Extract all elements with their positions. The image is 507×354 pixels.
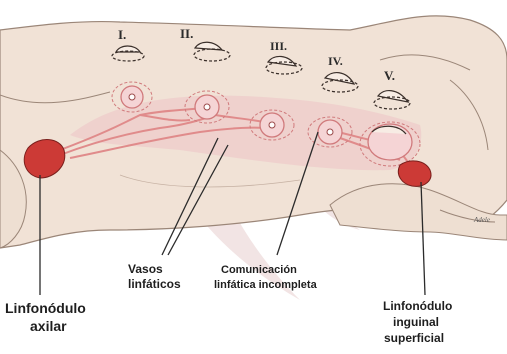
gland-label-5: V. bbox=[384, 68, 395, 83]
gland-label-2: II. bbox=[180, 26, 193, 41]
incomplete-label-line-2: linfática incompleta bbox=[214, 279, 318, 291]
artist-signature: Adele bbox=[473, 216, 490, 224]
axillary-label-line-2: axilar bbox=[30, 318, 67, 334]
incomplete-label-line-1: Comunicación bbox=[221, 264, 297, 276]
gland-label-4: IV. bbox=[328, 54, 343, 68]
inguinal-label-line-1: Linfonódulo bbox=[383, 299, 452, 313]
label-inguinal-node: Linfonódulo inguinal superficial bbox=[383, 299, 452, 345]
vessels-label-line-1: Vasos bbox=[128, 262, 163, 276]
inguinal-label-line-2: inguinal bbox=[393, 315, 439, 329]
label-axillary-node: Linfonódulo axilar bbox=[5, 300, 86, 334]
vessels-label-line-2: linfáticos bbox=[128, 277, 181, 291]
gland-label-1: I. bbox=[118, 27, 126, 42]
inguinal-label-line-3: superficial bbox=[384, 331, 444, 345]
inguinal-lymph-node bbox=[398, 161, 431, 186]
gland-label-3: III. bbox=[270, 39, 287, 53]
label-lymph-vessels: Vasos linfáticos bbox=[128, 262, 181, 291]
axillary-label-line-1: Linfonódulo bbox=[5, 300, 86, 316]
